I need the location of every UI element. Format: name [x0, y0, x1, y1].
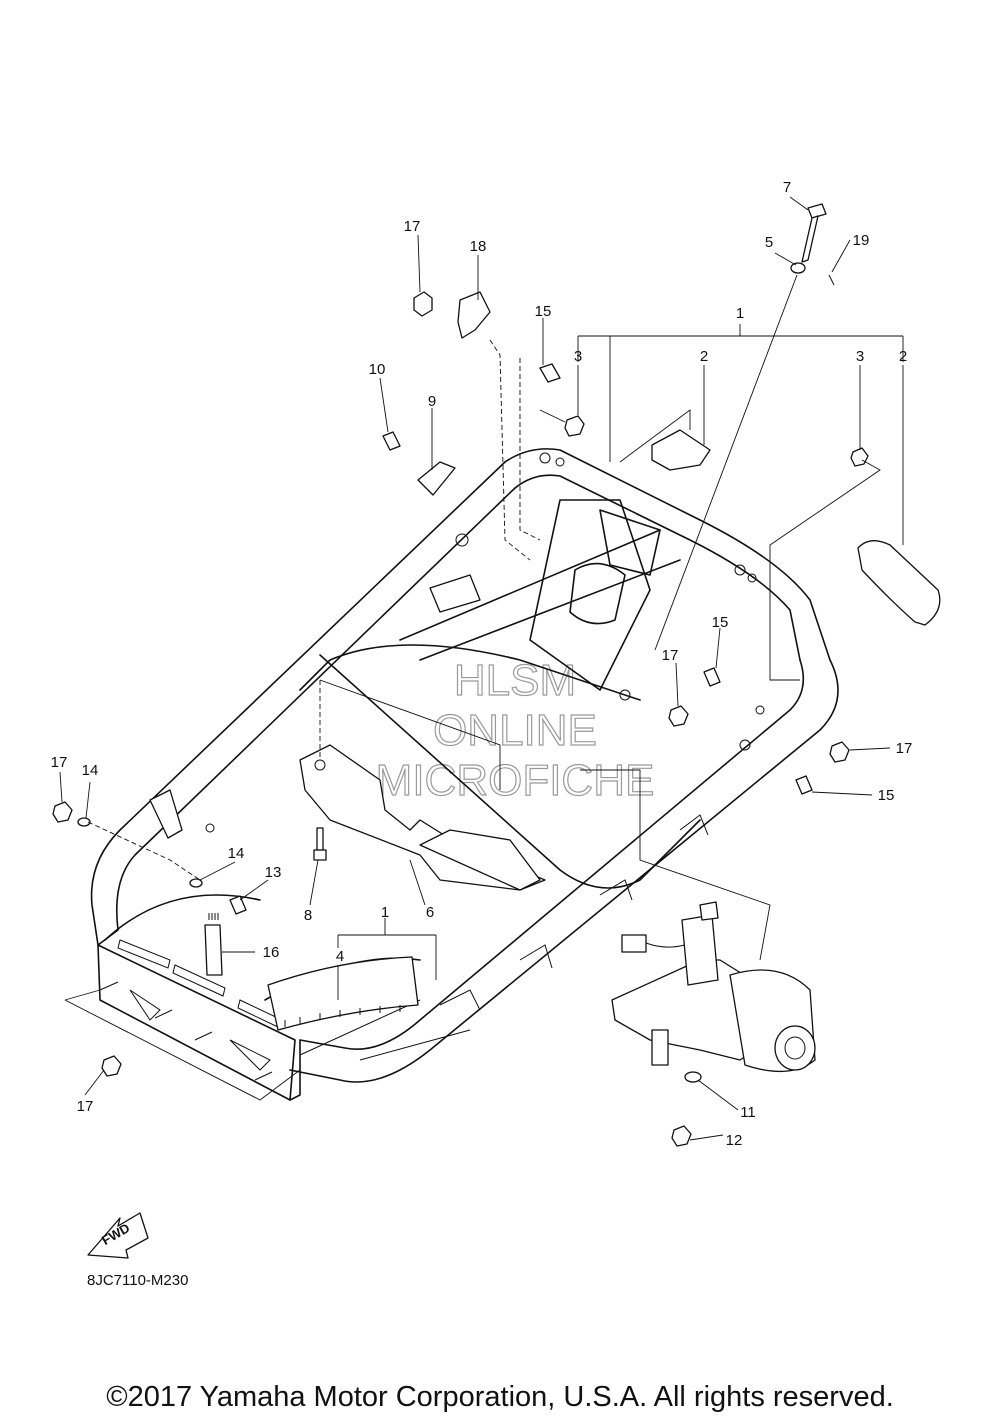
callout-label: 13 [265, 864, 282, 881]
diagram-code: 8JC7110-M230 [87, 1272, 189, 1289]
leader-lines [59, 196, 904, 1141]
watermark-line-3: MICROFICHE [376, 756, 655, 805]
callout-label: 11 [740, 1104, 756, 1121]
callout-label: 1 [736, 305, 744, 322]
callout-label: 14 [82, 762, 99, 779]
callout-label: 3 [574, 348, 582, 365]
vehicle-frame [90, 448, 839, 1101]
copyright-notice: ©2017 Yamaha Motor Corporation, U.S.A. A… [106, 1381, 894, 1413]
callout-label: 1 [381, 904, 389, 921]
callout-label: 17 [51, 754, 68, 771]
callout-label: 2 [899, 348, 907, 365]
watermark-line-2: ONLINE [433, 706, 597, 755]
callout-label: 15 [878, 787, 895, 804]
callout-label: 15 [712, 614, 729, 631]
callout-label: 6 [426, 904, 434, 921]
callout-label: 5 [765, 234, 773, 251]
callout-label: 15 [535, 303, 552, 320]
callout-label: 19 [853, 232, 870, 249]
callout-label: 17 [662, 647, 679, 664]
callout-label: 8 [304, 907, 312, 924]
callout-label: 3 [856, 348, 864, 365]
callout-label: 16 [263, 944, 280, 961]
watermark: HLSM ONLINE MICROFICHE [375, 655, 655, 805]
callout-label: 17 [896, 740, 913, 757]
watermark-line-1: HLSM [454, 656, 576, 705]
callout-label: 4 [336, 948, 344, 965]
callout-label: 17 [404, 218, 421, 235]
parts [52, 203, 941, 1259]
callout-label: 7 [783, 179, 791, 196]
callout-label: 18 [470, 238, 487, 255]
callout-label: 17 [77, 1098, 94, 1115]
callout-label: 2 [700, 348, 708, 365]
callout-label: 12 [726, 1132, 743, 1149]
callout-label: 14 [228, 845, 245, 862]
callout-label: 9 [428, 393, 436, 410]
callout-label: 10 [369, 361, 386, 378]
